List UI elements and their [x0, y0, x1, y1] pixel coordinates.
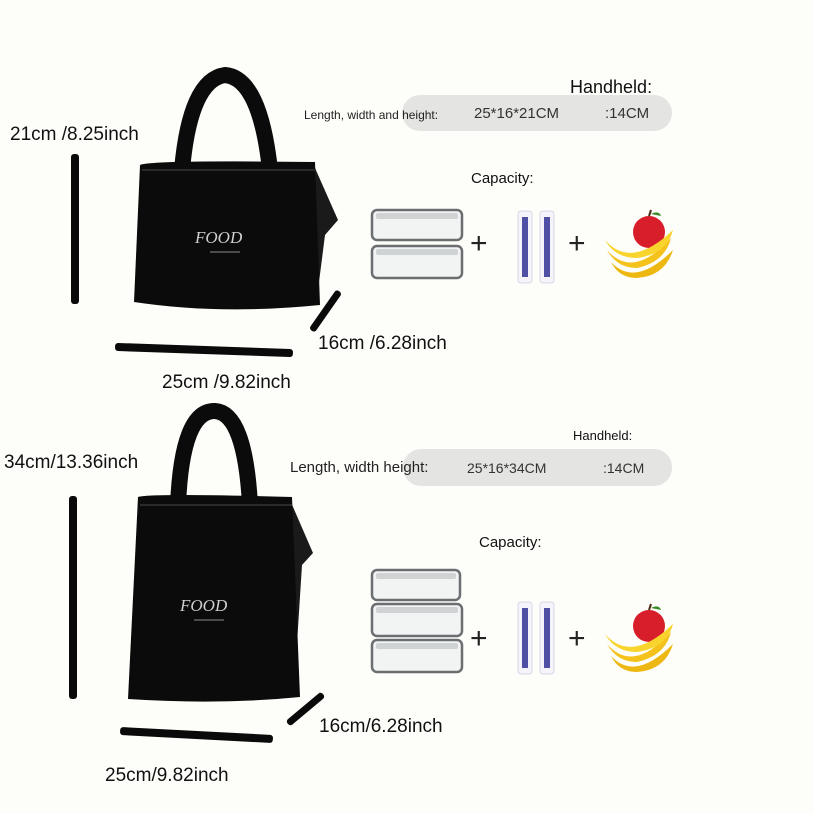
top-bottles-icon [517, 210, 555, 284]
bottom-bag-logo: FOOD [179, 596, 228, 615]
top-spec-label: Length, width and height: [304, 108, 439, 122]
bottom-plus-1: + [470, 622, 488, 655]
top-height-label: 21cm /8.25inch [10, 124, 139, 145]
top-bag-logo: FOOD [194, 228, 243, 247]
bottom-lunch-bag-image: FOOD [128, 403, 313, 702]
top-handle-value: :14CM [605, 104, 650, 122]
bottom-handle-value: :14CM [603, 459, 645, 476]
top-fruit-icon [605, 209, 673, 278]
bottom-height-bar [69, 496, 77, 699]
top-height-bar [71, 154, 79, 304]
bottom-height-label: 34cm/13.36inch [4, 452, 139, 473]
bottom-depth-label: 16cm/6.28inch [319, 716, 443, 737]
bottom-width-bar [119, 727, 274, 743]
top-plus-1: + [470, 227, 488, 260]
bottom-capacity-label: Capacity: [479, 534, 542, 551]
bottom-bottles-icon [517, 601, 555, 675]
top-plus-2: + [568, 227, 586, 260]
top-lunch-bag-image: FOOD [134, 66, 338, 310]
bottom-spec-value: 25*16*34CM [467, 459, 547, 476]
top-spec-pill: 25*16*21CM :14CM [402, 95, 672, 131]
bottom-width-label: 25cm/9.82inch [105, 765, 229, 786]
top-width-label: 25cm /9.82inch [162, 372, 291, 393]
top-spec-value: 25*16*21CM [474, 104, 560, 122]
bottom-plus-2: + [568, 622, 586, 655]
bottom-spec-pill: 25*16*34CM :14CM [403, 449, 672, 486]
bottom-handheld-label: Handheld: [573, 428, 633, 443]
top-width-bar [114, 342, 294, 358]
bottom-food-containers-icon [370, 568, 464, 674]
bottom-spec-label: Length, width height: [290, 459, 429, 476]
bottom-fruit-icon [605, 603, 673, 672]
top-capacity-label: Capacity: [471, 170, 534, 187]
top-food-containers-icon [370, 208, 464, 280]
top-depth-label: 16cm /6.28inch [318, 333, 447, 354]
top-handheld-label: Handheld: [570, 77, 653, 97]
